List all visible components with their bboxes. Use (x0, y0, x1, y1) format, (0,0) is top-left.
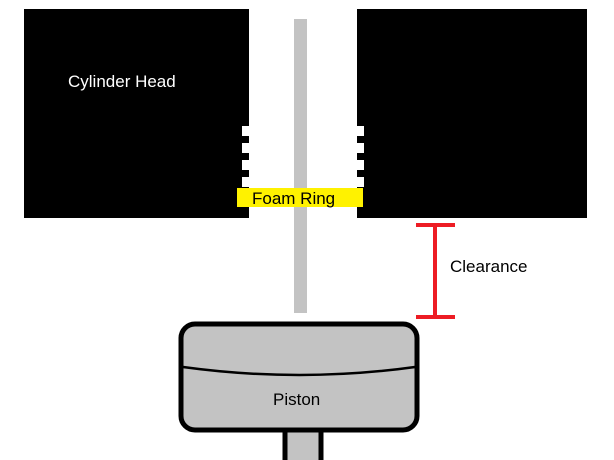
clearance-label: Clearance (450, 257, 528, 276)
piston-body (178, 321, 420, 433)
cylinder-head-left-body (24, 9, 249, 218)
clearance-marker (416, 223, 455, 319)
cylinder-head-label: Cylinder Head (68, 72, 176, 91)
piston-label: Piston (273, 390, 320, 409)
piston (178, 321, 420, 460)
foam-ring (237, 188, 363, 207)
valve-rod (294, 19, 307, 313)
piston-crown-line (182, 365, 416, 377)
cylinder-head-left (24, 9, 249, 218)
cylinder-head-right (357, 9, 587, 218)
foam-ring-label: Foam Ring (252, 189, 335, 208)
cylinder-head-right-body (357, 9, 587, 218)
